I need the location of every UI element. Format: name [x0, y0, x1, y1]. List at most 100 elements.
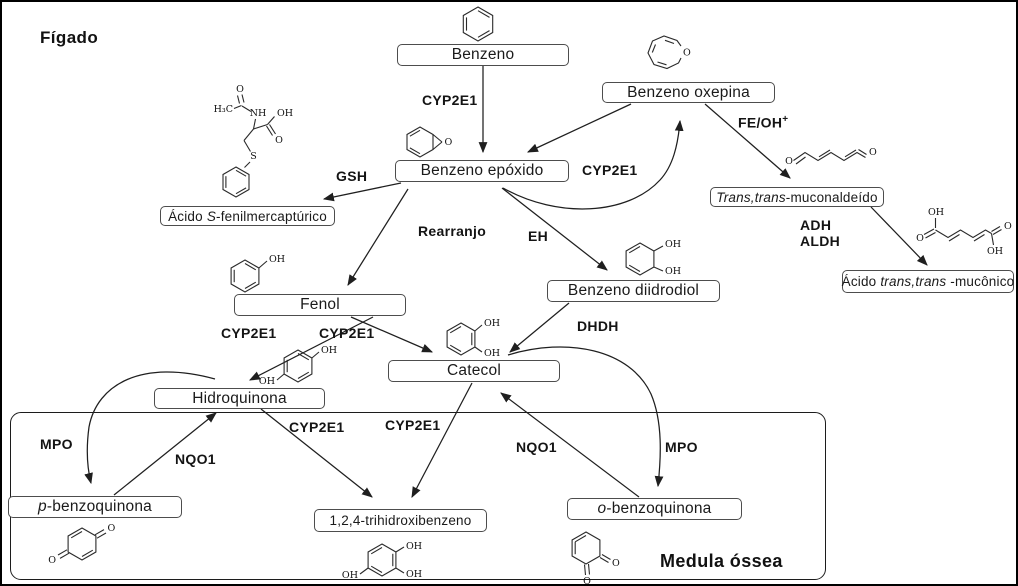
enzyme-mpo-right: MPO: [665, 439, 698, 455]
benzene-dihydrodiol-structure: OH OH: [625, 239, 681, 277]
thb-oh-bottomleft-label: OH: [342, 570, 358, 581]
phenol-structure: OH: [230, 254, 285, 293]
label-fe-oh: FE/OH+: [738, 114, 788, 131]
pbq-o-top-label: O: [108, 523, 116, 534]
node-trans-trans-muconaldeido: Trans,trans-muconaldeído: [710, 187, 884, 207]
node-fenol: Fenol: [234, 294, 406, 316]
spma-h3c-label: H₃C: [214, 104, 233, 115]
muconic-oh-bottom-label: OH: [987, 246, 1003, 257]
node-catecol: Catecol: [388, 360, 560, 382]
dihydrodiol-oh-top-label: OH: [665, 239, 681, 250]
label-rearranjo: Rearranjo: [418, 223, 487, 239]
enzyme-adh-aldh: ADH ALDH: [800, 217, 840, 249]
catechol-structure: OH OH: [446, 318, 500, 359]
node-trihidroxibenzeno-label: 1,2,4-trihidroxibenzeno: [329, 513, 472, 528]
spma-oh-label: OH: [277, 108, 293, 119]
node-benzeno-diidrodiol-label: Benzeno diidrodiol: [567, 282, 700, 299]
node-acido-trans-trans-muconico-label: Ácido trans,trans -mucônico: [841, 274, 1015, 289]
benzene-oxide-o-label: O: [445, 137, 453, 148]
arrow-muconaldeido-to-muconico: [870, 206, 928, 266]
enzyme-cyp2e1-fenol-catecol: CYP2E1: [319, 325, 375, 341]
node-trihidroxibenzeno: 1,2,4-trihidroxibenzeno: [314, 509, 487, 532]
muconaldehyde-o-left-label: O: [785, 156, 793, 167]
arrow-fenol-to-catecol: [350, 316, 434, 353]
arrow-diidrodiol-to-catecol: [509, 302, 570, 353]
oxepine-o-label: O: [683, 48, 691, 59]
node-benzeno-oxepina-label: Benzeno oxepina: [627, 83, 750, 101]
enzyme-eh: EH: [528, 228, 549, 244]
node-benzeno-diidrodiol: Benzeno diidrodiol: [547, 280, 720, 302]
enzyme-cyp2e1-epoxido-oxepina: CYP2E1: [582, 162, 638, 178]
phenol-oh-label: OH: [269, 254, 285, 265]
catechol-oh-top-label: OH: [484, 318, 500, 329]
hydroquinone-structure: OH OH: [259, 345, 337, 387]
node-catecol-label: Catecol: [447, 362, 501, 379]
enzyme-adh: ADH: [800, 217, 832, 233]
node-benzeno-label: Benzeno: [451, 46, 515, 63]
dihydrodiol-oh-bottom-label: OH: [665, 266, 681, 277]
node-acido-s-fenilmercapturico: Ácido S-fenilmercaptúrico: [160, 206, 335, 226]
arrow-epoxido-to-oxepina: [502, 119, 684, 210]
muconic-o-right-label: O: [1004, 221, 1012, 232]
enzyme-nqo1-left: NQO1: [175, 451, 216, 467]
arrow-fenol-to-hidroquinona: [249, 316, 374, 381]
hydroquinone-oh-top-label: OH: [321, 345, 337, 356]
muconic-o-left-label: O: [916, 233, 924, 244]
node-acido-s-fenilmercapturico-label: Ácido S-fenilmercaptúrico: [168, 208, 327, 224]
arrow-oxepina-to-epoxido: [527, 103, 632, 153]
arrow-hidroquinona-to-trihidroxibenzeno: [260, 408, 373, 498]
thb-oh-top-label: OH: [406, 541, 422, 552]
node-benzeno-oxepina: Benzeno oxepina: [602, 82, 775, 103]
oxepine-structure: O: [647, 35, 691, 70]
pbq-o-bottom-label: O: [48, 555, 56, 566]
node-p-benzoquinona: p-benzoquinona: [8, 496, 182, 518]
label-fe-oh-base: FE/OH: [738, 114, 783, 131]
node-fenol-label: Fenol: [300, 296, 340, 313]
obq-o-right-label: O: [612, 558, 620, 569]
enzyme-dhdh: DHDH: [577, 318, 619, 334]
enzyme-gsh: GSH: [336, 168, 368, 184]
muconaldehyde-o-right-label: O: [869, 147, 877, 158]
spma-nh-label: NH: [250, 108, 267, 119]
node-trans-trans-muconaldeido-label: Trans,trans-muconaldeído: [716, 189, 878, 205]
node-acido-trans-trans-muconico: Ácido trans,trans -mucônico: [842, 270, 1014, 293]
arrow-epoxido-to-diidrodiol: [501, 187, 608, 271]
node-p-benzoquinona-label: p-benzoquinona: [38, 498, 152, 515]
enzyme-cyp2e1-catecol-thb: CYP2E1: [385, 417, 441, 433]
spma-s-label: S: [250, 151, 257, 162]
arrow-catecol-to-trihidroxibenzeno: [411, 382, 473, 498]
catechol-oh-bottom-label: OH: [484, 348, 500, 359]
p-benzoquinone-structure: O O: [48, 523, 115, 566]
enzyme-aldh: ALDH: [800, 233, 841, 249]
benzene-structure: [462, 6, 494, 42]
node-hidroquinona: Hidroquinona: [154, 388, 325, 409]
arrow-hidroquinona-to-pbenzoquinona: [84, 371, 216, 485]
liver-region-label: Fígado: [40, 28, 99, 47]
node-o-benzoquinona-label: o-benzoquinona: [597, 500, 712, 517]
arrow-oxepina-to-muconaldeido: [704, 103, 791, 179]
muconic-acid-structure: OH O O OH: [916, 207, 1012, 257]
s-phenylmercapturic-acid-structure: O H₃C NH OH O S: [214, 84, 293, 198]
benzene-oxide-structure: O: [406, 126, 453, 158]
spma-o-top-label: O: [236, 84, 244, 95]
bone-marrow-region-label: Medula óssea: [660, 551, 783, 571]
obq-o-bottom-label: O: [583, 576, 591, 586]
thb-oh-bottomright-label: OH: [406, 569, 422, 580]
enzyme-mpo-left: MPO: [40, 436, 73, 452]
enzyme-nqo1-right: NQO1: [516, 439, 557, 455]
spma-o-carboxyl-label: O: [275, 135, 283, 146]
trihydroxybenzene-structure: OH OH OH: [342, 541, 422, 581]
node-benzeno: Benzeno: [397, 44, 569, 66]
node-o-benzoquinona: o-benzoquinona: [567, 498, 742, 520]
muconaldehyde-structure: O O: [785, 147, 877, 167]
node-benzeno-epoxido: Benzeno epóxido: [395, 160, 569, 182]
node-benzeno-epoxido-label: Benzeno epóxido: [420, 162, 544, 179]
hydroquinone-oh-bottom-label: OH: [259, 376, 275, 387]
muconic-oh-top-label: OH: [928, 207, 944, 218]
arrow-pbenzoquinona-to-hidroquinona: [113, 412, 217, 496]
o-benzoquinone-structure: O O: [571, 531, 620, 586]
arrow-epoxido-to-fenol: [347, 188, 409, 286]
arrow-obenzoquinona-to-catecol: [500, 392, 640, 498]
